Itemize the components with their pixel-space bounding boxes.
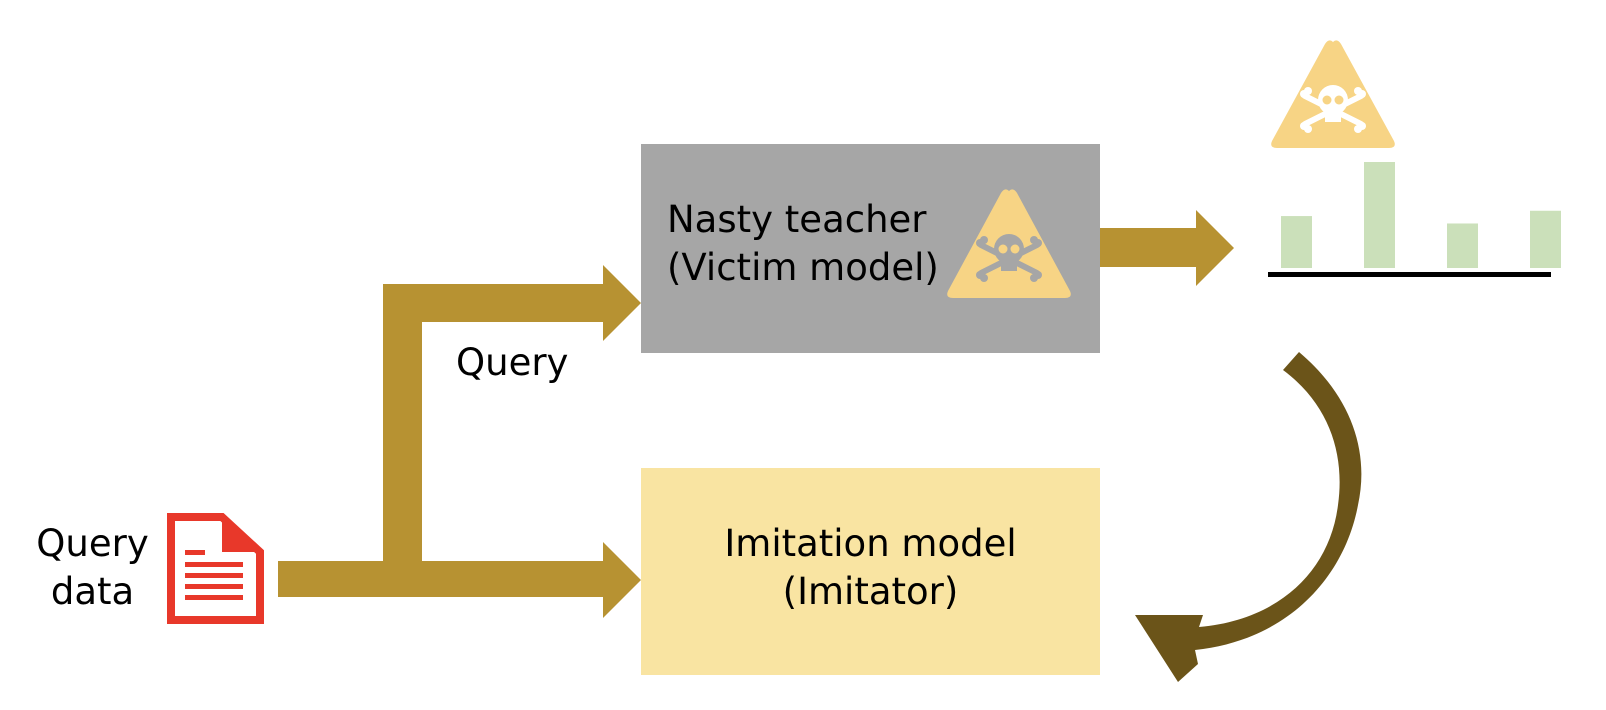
bar-1 <box>1281 216 1312 268</box>
query-data-label-line1: Query <box>36 522 149 565</box>
arrow-to-teacher <box>383 265 641 597</box>
teacher-title-line1: Nasty teacher <box>667 198 927 241</box>
query-data-label-line2: data <box>50 570 135 614</box>
arrow-to-output <box>1100 210 1234 286</box>
query-data-label: Query data <box>30 520 155 616</box>
imitator-title-line2: (Imitator) <box>782 570 959 614</box>
feedback-arrow <box>1135 352 1362 682</box>
teacher-title: Nasty teacher (Victim model) <box>667 196 939 292</box>
teacher-warning-icon <box>947 189 1071 298</box>
output-bar-chart <box>1281 162 1561 268</box>
bar-4 <box>1530 210 1561 268</box>
output-warning-icon <box>1271 40 1395 148</box>
imitator-box <box>641 468 1100 675</box>
query-label: Query <box>456 341 569 384</box>
imitator-title-line1: Imitation model <box>724 522 1017 565</box>
document-icon <box>167 513 264 624</box>
arrow-to-imitator <box>278 542 641 618</box>
teacher-title-line2: (Victim model) <box>667 246 939 290</box>
query-arrows <box>278 265 641 618</box>
imitator-title: Imitation model (Imitator) <box>641 520 1100 616</box>
chart-baseline <box>1268 272 1551 277</box>
bar-2 <box>1364 162 1395 268</box>
bar-3 <box>1447 223 1478 268</box>
